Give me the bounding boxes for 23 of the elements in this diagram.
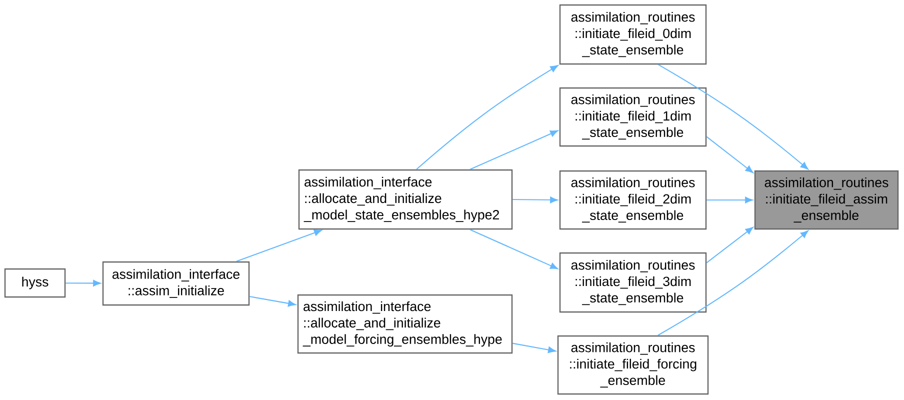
arrow <box>706 196 753 204</box>
arrow <box>658 64 808 170</box>
function-box: assimilation_routines ::initiate_fileid_forcing _ensemble <box>557 335 709 395</box>
function-box: assimilation_interface ::allocate_and_initialize _model_forcing_ensembles_hype <box>297 294 513 354</box>
arrow <box>658 230 808 336</box>
function-box: assimilation_routines ::initiate_fileid_assim _ensemble <box>754 170 899 230</box>
function-box: assimilation_routines ::initiate_fileid_1dim _state_ensemble <box>559 87 707 147</box>
arrow <box>706 226 754 264</box>
function-box: assimilation_routines ::initiate_fileid_0dim _state_ensemble <box>559 4 707 65</box>
function-box: assimilation_routines ::initiate_fileid_2dim _state_ensemble <box>559 170 707 230</box>
arrow <box>250 296 296 307</box>
arrow <box>416 65 558 170</box>
arrow <box>236 230 322 262</box>
arrow <box>66 280 101 286</box>
function-box: assimilation_routines ::initiate_fileid_3dim _state_ensemble <box>559 252 707 313</box>
arrow <box>512 342 556 354</box>
arrow <box>470 130 558 170</box>
function-box: hyss <box>4 268 66 298</box>
function-box: assimilation_interface ::assim_initialize <box>102 261 250 306</box>
arrow <box>706 136 754 173</box>
arrow <box>470 229 558 270</box>
function-box: assimilation_interface ::allocate_and_initialize _model_state_ensembles_hype2 <box>298 169 513 230</box>
arrow <box>512 196 558 204</box>
